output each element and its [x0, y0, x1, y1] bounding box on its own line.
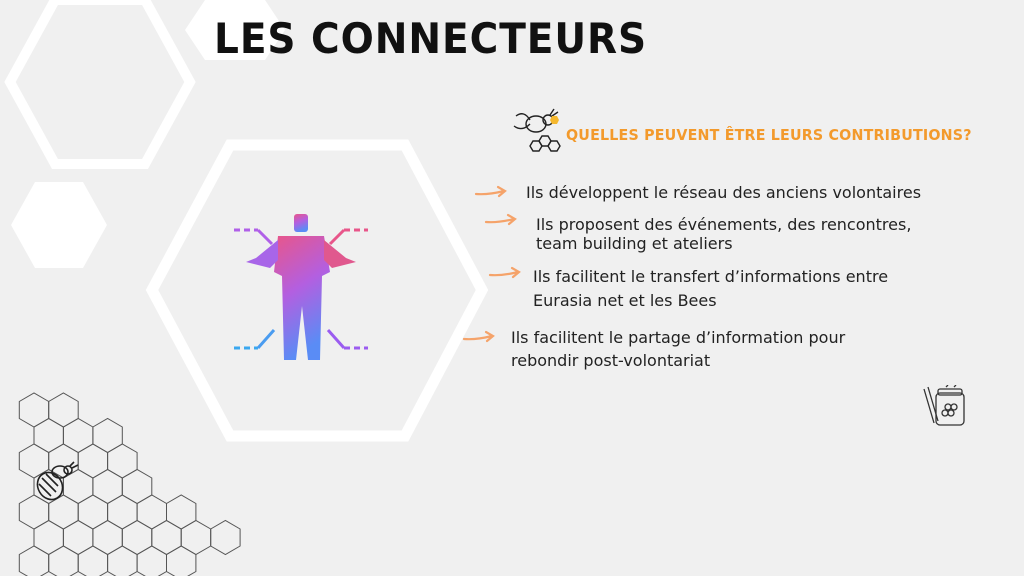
honeycomb-cell	[136, 545, 167, 576]
honeycomb-cell	[151, 519, 182, 556]
page-title: Les Connecteurs	[214, 14, 648, 63]
honeycomb-cell	[136, 494, 167, 530]
honeycomb-cell	[210, 519, 241, 556]
honeycomb-cell	[33, 519, 64, 556]
honeycomb-cell	[180, 519, 212, 556]
section-question: Quelles peuvent être leurs contributions…	[566, 126, 972, 144]
honeycomb-cell	[62, 417, 94, 454]
honeycomb-cell	[62, 519, 94, 556]
contribution-point-3: Ils facilitent le transfert d’informatio…	[533, 267, 889, 310]
connector-person-icon	[226, 210, 376, 370]
honeycomb-grid	[18, 392, 241, 576]
arrow-icon	[474, 185, 507, 198]
honeycomb-cell	[48, 545, 79, 576]
honeycomb-cell	[77, 443, 109, 479]
honey-jar-icon	[920, 384, 970, 433]
honeycomb-cell	[48, 392, 79, 428]
honeycomb-cell	[107, 443, 138, 479]
contribution-point-1: Ils développent le réseau des anciens vo…	[526, 183, 922, 202]
honeycomb-cell	[166, 494, 197, 530]
honeycomb-cell	[33, 417, 64, 454]
honeycomb-cell	[92, 417, 123, 454]
honeycomb-cell	[107, 494, 138, 530]
honeycomb-cell	[92, 519, 123, 556]
arrow-icon	[462, 330, 495, 343]
honeycomb-cell	[166, 545, 197, 576]
honeycomb-cell	[121, 519, 153, 556]
honeycomb-cell	[77, 494, 109, 530]
honeycomb-cell	[107, 545, 138, 576]
contribution-point-2: Ils proposent des événements, des rencon…	[536, 215, 912, 253]
bee-honeycomb-icon	[512, 104, 564, 158]
arrow-icon	[488, 266, 521, 279]
hexagon-filled-top	[185, 0, 285, 60]
hexagon-outline-top-left	[4, 0, 196, 169]
hexagon-filled-left	[11, 182, 107, 268]
honeycomb-cell	[18, 545, 50, 576]
bee-icon	[30, 460, 80, 508]
arrow-icon	[484, 213, 517, 226]
honeycomb-cell	[77, 545, 109, 576]
contribution-point-4: Ils facilitent le partage d’information …	[511, 328, 846, 370]
honeycomb-cell	[121, 468, 153, 505]
honeycomb-cell	[18, 392, 50, 428]
honeycomb-cell	[92, 468, 123, 505]
